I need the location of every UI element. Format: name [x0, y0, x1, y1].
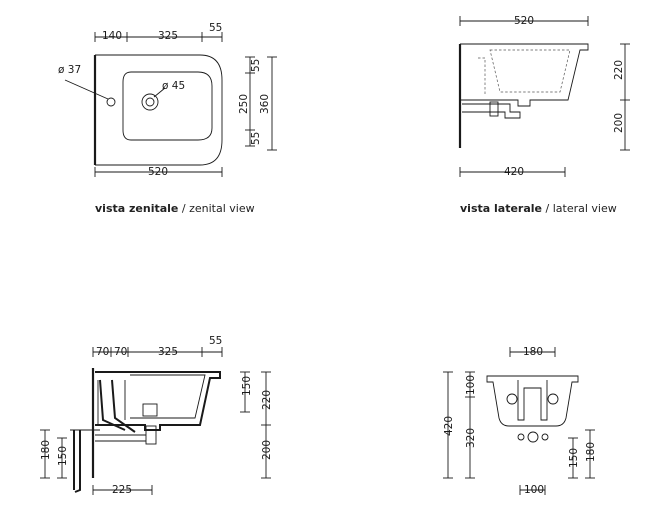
waste-pipe: [73, 430, 81, 493]
mounting-hole: [506, 393, 518, 405]
hidden-edge: [478, 57, 486, 96]
dim-label: 55: [250, 59, 262, 72]
drain-hole-outer: [141, 93, 159, 111]
dim-label: 520: [148, 166, 168, 178]
dim-label: 250: [238, 94, 250, 114]
dim-label: 325: [158, 346, 178, 358]
dim-label: 420: [443, 416, 455, 436]
bidet-section: [95, 371, 221, 431]
dim-label: 180: [523, 346, 543, 358]
bolt-hole: [517, 433, 525, 441]
trap-pipe: [462, 103, 521, 119]
trap-body: [489, 101, 499, 117]
drain-hole-inner: [145, 97, 155, 107]
dim-label: 180: [585, 442, 597, 462]
dim-label: 225: [112, 484, 132, 496]
tap-leader: [64, 79, 109, 100]
section-view: 70 70 325 55 150 220 200 180 150 225: [40, 335, 273, 496]
drain-outlet: [527, 431, 539, 443]
supply-pipe-1: [99, 379, 126, 431]
supply-pipe-2: [111, 379, 136, 433]
dim-label: 150: [241, 376, 253, 396]
dim-label: 320: [465, 428, 477, 448]
bowl-front: [517, 380, 548, 421]
dim-label: 70: [96, 346, 109, 358]
bolt-hole: [541, 433, 549, 441]
dim-label: 100: [465, 375, 477, 395]
dim-label: ø 37: [58, 64, 81, 76]
dim-label: 420: [504, 166, 524, 178]
dim-label: 220: [261, 390, 273, 410]
dim-label: 325: [158, 30, 178, 42]
zenital-view: 140 325 55 520 ø 37 ø 45 55 250 55 360: [58, 22, 277, 178]
dim-label: 200: [613, 113, 625, 133]
dim-label: 180: [40, 440, 52, 460]
caption-separator: /: [542, 202, 553, 215]
dim-label: 100: [524, 484, 544, 496]
dim-label: 360: [259, 94, 271, 114]
zenital-view-caption: vista zenitale / zenital view: [95, 202, 255, 215]
caption-english: lateral view: [552, 202, 617, 215]
bidet-outline: [95, 54, 223, 166]
dim-label: 220: [613, 60, 625, 80]
lateral-view-caption: vista laterale / lateral view: [460, 202, 617, 215]
tap-hole: [106, 97, 116, 107]
dim-label: 70: [114, 346, 127, 358]
caption-separator: /: [178, 202, 190, 215]
front-view: 180 420 100 320 150 180 100: [443, 346, 597, 496]
dim-label: 200: [261, 440, 273, 460]
drain-fitting: [142, 403, 158, 417]
caption-italian: vista laterale: [460, 202, 542, 215]
mounting-hole: [547, 393, 559, 405]
dim-label: 55: [250, 132, 262, 145]
dim-label: ø 45: [162, 80, 185, 92]
caption-italian: vista zenitale: [95, 202, 179, 215]
bowl-outline: [122, 71, 213, 141]
lateral-view: 520 420 220 200: [458, 15, 630, 178]
supply-pipe-edges: [97, 380, 126, 425]
drain-pipe: [95, 434, 146, 442]
dim-label: 150: [568, 448, 580, 468]
bowl-hidden: [489, 49, 571, 93]
siphon-body: [145, 425, 157, 445]
dim-label: 55: [209, 22, 222, 34]
bidet-front: [486, 375, 579, 427]
bowl-section: [130, 374, 206, 419]
caption-english: zenital view: [189, 202, 255, 215]
dim-label: 55: [209, 335, 222, 347]
dim-label: 520: [514, 15, 534, 27]
drain-leader: [153, 87, 166, 98]
dim-label: 140: [102, 30, 122, 42]
dim-label: 150: [57, 446, 69, 466]
bidet-profile: [460, 43, 589, 107]
